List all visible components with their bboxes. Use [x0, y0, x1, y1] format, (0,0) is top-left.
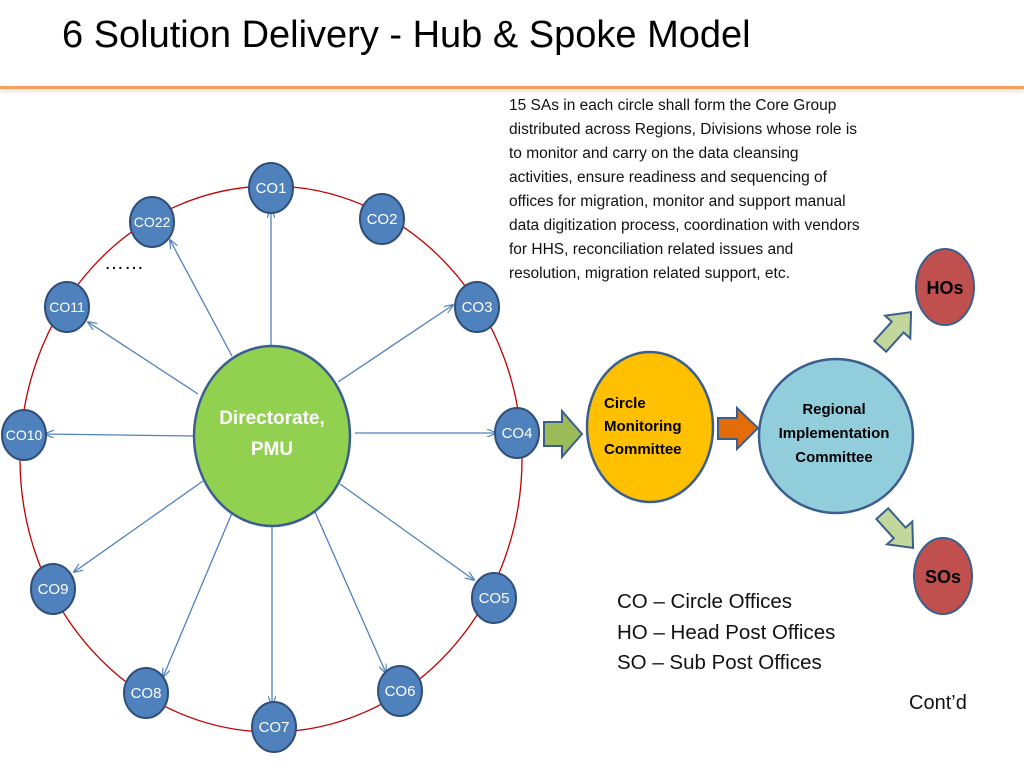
ric-line3: Committee [795, 449, 873, 466]
circle-office-label: CO9 [38, 581, 69, 598]
continued-label: Cont’d [909, 692, 967, 714]
arrow-to-regional [717, 405, 760, 452]
spoke-to-co22 [170, 240, 233, 357]
spoke-to-co3 [337, 305, 453, 383]
slide-title: 6 Solution Delivery - Hub & Spoke Model [62, 14, 751, 56]
hub-node[interactable]: Directorate, PMU [192, 344, 352, 528]
circle-office-label: CO8 [131, 685, 162, 702]
spoke-to-co9 [74, 480, 204, 572]
spokes [45, 209, 496, 705]
circle-office-label: CO11 [49, 299, 85, 315]
hos-label: HOs [926, 278, 963, 298]
hos-node[interactable]: HOs [915, 248, 975, 326]
circle-office-label: CO5 [479, 590, 510, 607]
cmc-line2: Monitoring [604, 418, 681, 435]
circle-office-label: CO10 [6, 427, 43, 443]
arrow-to-sos [874, 506, 915, 549]
spoke-to-co11 [88, 322, 199, 395]
legend-so: SO – Sub Post Offices [617, 651, 822, 674]
cmc-line3: Committee [604, 441, 682, 458]
circle-office-label: CO6 [385, 683, 416, 700]
circle-office-co4[interactable]: CO4 [494, 407, 540, 459]
regional-implementation-committee[interactable]: Regional Implementation Committee [757, 357, 915, 515]
more-offices-ellipsis: …… [104, 252, 144, 274]
circle-office-label: CO4 [502, 425, 533, 442]
circle-office-co6[interactable]: CO6 [377, 665, 423, 717]
hub-label-line1: Directorate, [219, 408, 325, 429]
arrow-to-circle-monitoring [543, 408, 584, 460]
ric-line2: Implementation [779, 425, 890, 442]
circle-office-co8[interactable]: CO8 [123, 667, 169, 719]
circle-office-co2[interactable]: CO2 [359, 193, 405, 245]
spoke-to-co10 [45, 434, 195, 436]
spoke-to-co8 [163, 512, 233, 677]
legend-co: CO – Circle Offices [617, 590, 793, 613]
circle-monitoring-committee[interactable]: Circle Monitoring Committee [585, 350, 715, 504]
legend-ho: HO – Head Post Offices [617, 620, 836, 644]
circle-office-co22[interactable]: CO22 [129, 196, 175, 248]
circle-office-label: CO1 [256, 180, 287, 197]
circle-office-co5[interactable]: CO5 [471, 572, 517, 624]
circle-office-label: CO3 [462, 299, 493, 316]
title-underline [0, 86, 1024, 89]
spoke-to-co5 [339, 483, 474, 580]
core-group-description: 15 SAs in each circle shall form the Cor… [509, 97, 860, 282]
hub-label-line2: PMU [251, 439, 293, 460]
circle-office-co3[interactable]: CO3 [454, 281, 500, 333]
circle-office-label: CO2 [367, 211, 398, 228]
circle-office-co9[interactable]: CO9 [30, 563, 76, 615]
circle-office-label: CO22 [134, 214, 171, 230]
cmc-line1: Circle [604, 395, 646, 412]
circle-office-co11[interactable]: CO11 [44, 281, 90, 333]
arrow-to-hos [872, 311, 913, 354]
sos-node[interactable]: SOs [913, 537, 973, 615]
circle-office-co7[interactable]: CO7 [251, 701, 297, 753]
sos-label: SOs [925, 567, 961, 587]
circle-office-label: CO7 [259, 719, 290, 736]
spoke-to-co6 [314, 511, 386, 673]
legend: CO – Circle Offices HO – Head Post Offic… [617, 587, 835, 679]
ric-line1: Regional [802, 401, 865, 418]
circle-office-co1[interactable]: CO1 [248, 162, 294, 214]
circle-office-co10[interactable]: CO10 [1, 409, 47, 461]
